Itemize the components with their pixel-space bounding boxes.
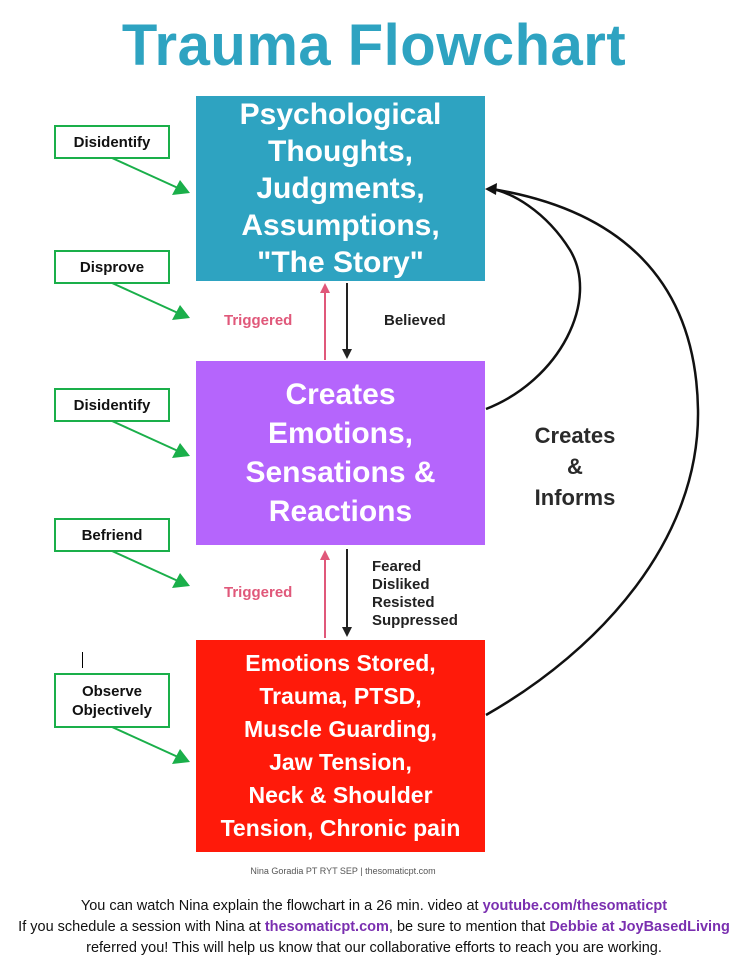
intervention-observe-objectively: Observe Objectively: [54, 673, 170, 728]
arrowhead-befriend: [172, 573, 190, 588]
arrowhead-observe: [172, 749, 190, 764]
triggered-arrowhead-bottom: [320, 550, 330, 560]
text-cursor: [82, 652, 83, 668]
thoughts-box: Psychological Thoughts, Judgments, Assum…: [196, 96, 485, 281]
suppression-arrowhead: [342, 627, 352, 637]
creates-informs-label: Creates & Informs: [534, 423, 616, 510]
emotions-box-text: Creates Emotions, Sensations & Reactions: [245, 378, 436, 528]
website-link[interactable]: thesomaticpt.com: [264, 919, 389, 935]
curve-emotions-to-thoughts: [485, 187, 582, 411]
stored-trauma-box: Emotions Stored, Trauma, PTSD, Muscle Gu…: [196, 640, 485, 852]
page-title: Trauma Flowchart: [121, 13, 627, 78]
intervention-label: Disprove: [79, 258, 145, 276]
feedback-curves: [485, 183, 700, 717]
arrow-observe: [111, 726, 179, 758]
arrowhead-disprove: [172, 305, 190, 320]
credit-line: Nina Goradia PT RYT SEP | thesomaticpt.c…: [250, 866, 436, 876]
referral-link[interactable]: Debbie at JoyBasedLiving: [549, 919, 730, 935]
intervention-label: Disidentify: [73, 133, 151, 151]
arrow-disidentify-1: [111, 157, 179, 189]
arrow-disidentify-2: [111, 420, 179, 452]
intervention-disidentify-1: Disidentify: [54, 125, 170, 159]
arrowhead-disidentify-1: [172, 180, 190, 195]
arrow-befriend: [111, 550, 179, 582]
footer-line-3: referred you! This will help us know tha…: [86, 940, 662, 956]
thoughts-box-text: Psychological Thoughts, Judgments, Assum…: [239, 98, 442, 279]
triggered-label-bottom: Triggered: [224, 584, 293, 601]
youtube-link[interactable]: youtube.com/thesomaticpt: [482, 898, 668, 914]
vertical-arrows: [320, 283, 352, 638]
believed-label: Believed: [384, 312, 446, 329]
footer-text: , be sure to mention that: [388, 919, 550, 935]
intervention-label: Observe Objectively: [71, 682, 153, 719]
intervention-label: Befriend: [81, 526, 143, 544]
triggered-arrowhead-top: [320, 283, 330, 293]
intervention-label: Disidentify: [73, 396, 151, 414]
curve-stored-to-thoughts: [485, 187, 700, 717]
arrow-disprove: [111, 282, 179, 314]
stored-trauma-box-text: Emotions Stored, Trauma, PTSD, Muscle Gu…: [220, 650, 461, 841]
arrowhead-disidentify-2: [172, 443, 190, 458]
intervention-disprove: Disprove: [54, 250, 170, 284]
footer-text: If you schedule a session with Nina at: [18, 919, 265, 935]
suppression-list: Feared Disliked Resisted Suppressed: [372, 558, 458, 629]
intervention-befriend: Befriend: [54, 518, 170, 552]
believed-arrowhead: [342, 349, 352, 359]
curve-arrowhead: [485, 183, 497, 195]
footer-line-1: You can watch Nina explain the flowchart…: [0, 896, 748, 917]
footer: You can watch Nina explain the flowchart…: [0, 896, 748, 959]
footer-text: You can watch Nina explain the flowchart…: [80, 898, 483, 914]
emotions-box: Creates Emotions, Sensations & Reactions: [196, 361, 485, 545]
intervention-disidentify-2: Disidentify: [54, 388, 170, 422]
intervention-arrows: [111, 157, 190, 764]
triggered-label-top: Triggered: [224, 312, 293, 329]
footer-line-2: If you schedule a session with Nina at t…: [0, 917, 748, 938]
